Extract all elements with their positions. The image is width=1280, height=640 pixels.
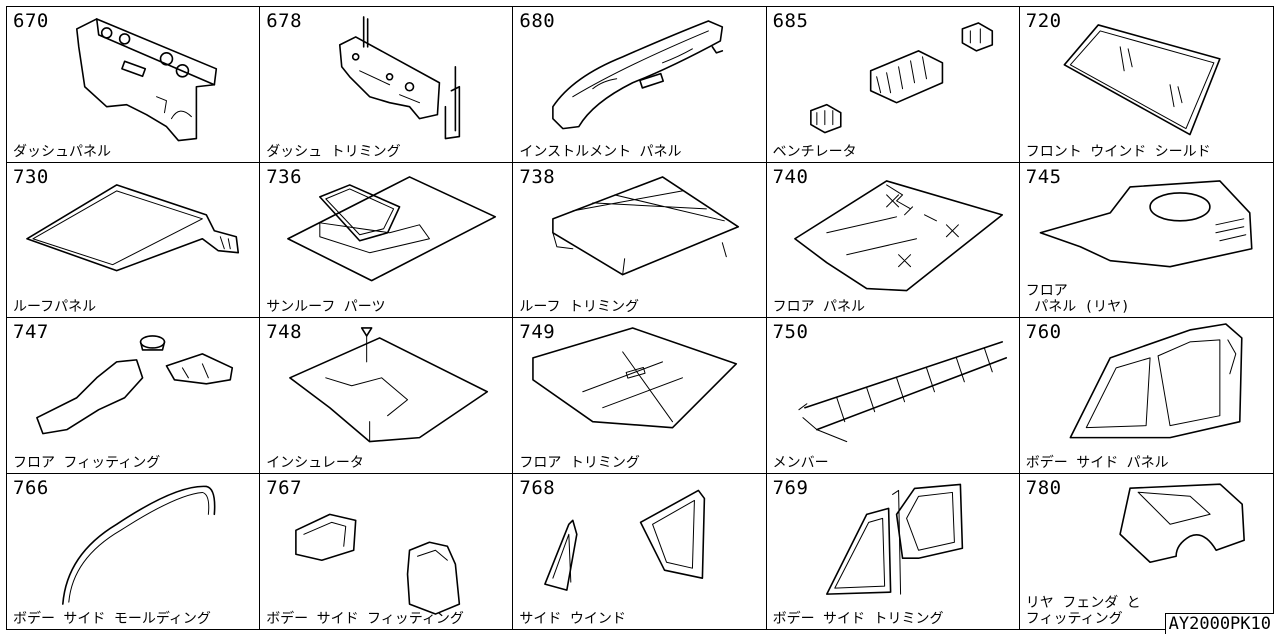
member-frame-icon (798, 341, 1007, 443)
body-side-panel-icon (1069, 323, 1243, 439)
instrument-panel-icon (552, 20, 724, 130)
part-label: ダッシュ トリミング (266, 143, 401, 160)
part-label: ボデー サイド フィッティング (266, 611, 464, 627)
part-cell-750[interactable]: 750 メンバー (766, 318, 1020, 474)
floor-fitting-icon (36, 335, 234, 435)
part-label: インストルメント パネル (519, 143, 682, 160)
part-cell-730[interactable]: 730 ルーフパネル (7, 162, 261, 318)
part-label: サイド ウインド (519, 611, 626, 627)
part-number: 678 (266, 10, 303, 32)
insulator-icon (289, 327, 489, 443)
part-cell-769[interactable]: 769 ボデー サイド トリミング (767, 473, 1020, 629)
part-number: 780 (1025, 476, 1062, 499)
part-number: 736 (266, 165, 303, 188)
part-label: ボデー サイド トリミング (772, 611, 944, 627)
part-cell-748[interactable]: 748 インシュレータ (260, 318, 514, 474)
part-label: ダッシュパネル (13, 143, 111, 160)
part-cell-678[interactable]: 678 ダッシュ トリミング (260, 7, 514, 163)
part-label: ベンチレータ (772, 143, 857, 160)
side-molding-icon (62, 485, 216, 605)
part-number: 685 (772, 10, 809, 32)
side-window-icon (544, 489, 706, 591)
part-label: フロント ウインド シールド (1025, 143, 1211, 160)
part-number: 670 (13, 10, 49, 32)
floor-panel-icon (793, 179, 1003, 291)
part-cell-685[interactable]: 685 ベンチレータ (766, 7, 1020, 163)
part-number: 680 (519, 10, 556, 32)
ventilator-icon (809, 22, 993, 134)
part-number: 740 (772, 165, 809, 188)
side-trimming-icon (825, 483, 963, 595)
catalog-code: AY2000PK10 (1164, 613, 1274, 634)
dash-panel-icon (75, 18, 218, 142)
part-label: フロア トリミング (519, 454, 640, 471)
part-cell-670[interactable]: 670 ダッシュパネル (7, 7, 261, 163)
part-label: フロア フィッティング (13, 454, 161, 471)
part-cell-745[interactable]: 745 フロア パネル (リヤ) (1019, 163, 1273, 318)
part-label: ボデー サイド モールディング (13, 611, 211, 627)
part-cell-747[interactable]: 747 フロア フィッティング (7, 318, 261, 474)
part-cell-749[interactable]: 749 フロア トリミング (513, 318, 767, 474)
part-cell-720[interactable]: 720 フロント ウインド シールド (1019, 7, 1273, 163)
part-label: ルーフパネル (13, 299, 97, 315)
rear-floor-panel-icon (1039, 179, 1253, 267)
part-number: 747 (13, 321, 49, 343)
part-number: 766 (13, 476, 49, 499)
part-label: サンルーフ パーツ (266, 299, 386, 315)
part-number: 760 (1025, 321, 1062, 343)
part-cell-738[interactable]: 738 ルーフ トリミング (513, 162, 767, 318)
parts-grid: 670 ダッシュパネル 678 ダッシュ トリミング 680 (6, 6, 1274, 630)
part-label: リヤ フェンダ と フィッティング (1025, 595, 1141, 627)
part-cell-768[interactable]: 768 サイド ウインド (513, 473, 767, 629)
part-cell-767[interactable]: 767 ボデー サイド フィッティング (260, 473, 514, 629)
part-cell-760[interactable]: 760 ボデー サイド パネル (1019, 318, 1273, 474)
part-number: 745 (1025, 165, 1062, 188)
part-cell-736[interactable]: 736 サンルーフ パーツ (260, 162, 514, 318)
part-cell-780[interactable]: 780 リヤ フェンダ と フィッティング (1020, 474, 1273, 630)
roof-trimming-icon (552, 175, 740, 275)
part-label: フロア パネル (772, 299, 866, 315)
rear-fender-icon (1119, 482, 1245, 563)
part-cell-680[interactable]: 680 インストルメント パネル (513, 7, 767, 163)
part-number: 750 (772, 321, 809, 343)
part-label: ルーフ トリミング (519, 299, 639, 315)
dash-trimming-icon (339, 16, 461, 140)
part-number: 769 (772, 476, 809, 499)
floor-trimming-icon (532, 327, 738, 429)
part-label: フロア パネル (リヤ) (1025, 283, 1130, 315)
part-number: 730 (13, 165, 49, 188)
side-fitting-icon (295, 513, 461, 615)
sunroof-icon (287, 175, 497, 281)
part-number: 768 (519, 476, 556, 499)
part-label: インシュレータ (266, 454, 364, 471)
part-number: 748 (266, 321, 303, 343)
part-cell-740[interactable]: 740 フロア パネル (766, 162, 1020, 318)
part-number: 767 (266, 476, 303, 499)
part-number: 738 (519, 165, 556, 188)
part-label: メンバー (772, 454, 829, 471)
part-number: 749 (519, 321, 556, 343)
part-number: 720 (1025, 10, 1062, 32)
part-cell-766[interactable]: 766 ボデー サイド モールディング (7, 473, 261, 629)
part-label: ボデー サイド パネル (1025, 454, 1169, 471)
windshield-icon (1063, 24, 1221, 136)
roof-panel-icon (26, 183, 240, 271)
